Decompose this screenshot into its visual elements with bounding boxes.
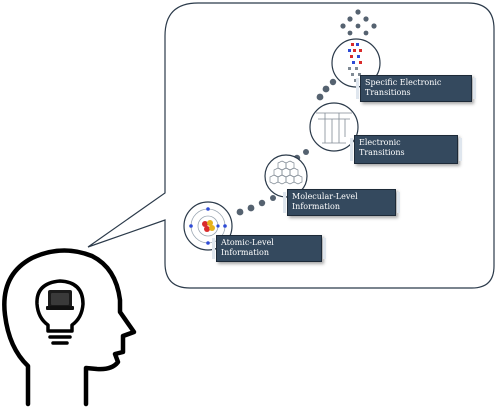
- step-label-molecular: Molecular-Level Information: [283, 189, 400, 216]
- label-tab: [473, 78, 476, 99]
- step-label-electronic: Electronic Transitions: [350, 135, 462, 164]
- molecule-icon: [264, 154, 308, 198]
- step-label-text: Molecular-Level Information: [292, 192, 358, 211]
- step-label-text: Specific Electronic Transitions: [365, 78, 442, 97]
- head-silhouette-icon: [2, 248, 137, 407]
- label-tab: [323, 238, 326, 259]
- step-label-atomic: Atomic-Level Information: [212, 235, 326, 262]
- step-label-specific: Specific Electronic Transitions: [356, 75, 476, 102]
- chip-icon: [46, 290, 74, 310]
- summit-dot-cluster: [340, 9, 377, 36]
- energy-level-icon: [309, 102, 359, 152]
- label-tab: [350, 138, 353, 161]
- label-tab: [212, 238, 215, 259]
- step-label-text: Atomic-Level Information: [221, 238, 274, 257]
- label-tab: [397, 192, 400, 213]
- label-tab: [459, 138, 462, 161]
- label-tab: [283, 192, 286, 213]
- label-tab: [356, 78, 359, 99]
- lightbulb-icon: [35, 279, 85, 345]
- step-label-text: Electronic Transitions: [359, 138, 405, 157]
